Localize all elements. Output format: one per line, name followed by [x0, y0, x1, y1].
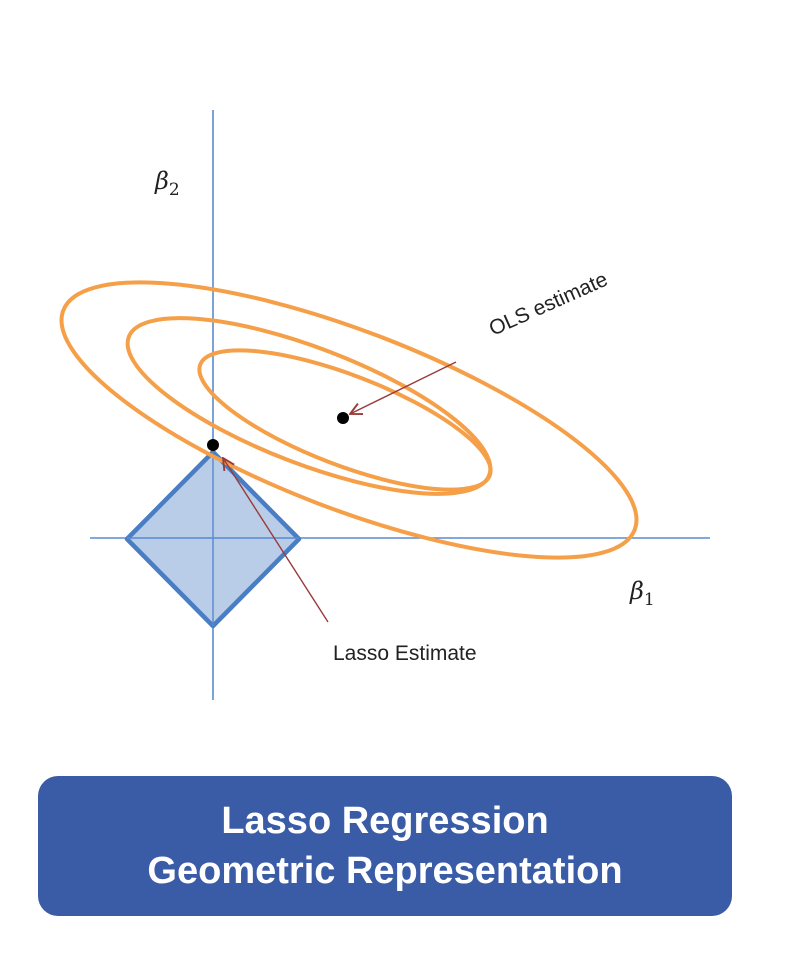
ols-estimate-label: OLS estimate [486, 268, 612, 341]
beta1-label: β1 [629, 577, 655, 610]
ols-estimate-point [337, 412, 349, 424]
caption-subtitle: Geometric Representation [147, 850, 623, 892]
beta2-label: β2 [154, 167, 180, 200]
ols-contour-inner [197, 348, 493, 492]
beta1-symbol: β [629, 577, 644, 605]
caption-title: Lasso Regression [221, 800, 549, 842]
ols-estimate-arrow [350, 361, 457, 414]
beta1-subscript: 1 [644, 590, 655, 610]
caption-banner: Lasso Regression Geometric Representatio… [38, 776, 732, 916]
beta2-subscript: 2 [169, 180, 180, 200]
lasso-estimate-point [207, 439, 219, 451]
ols-contour-outer [59, 280, 639, 560]
lasso-estimate-arrow [223, 458, 329, 623]
ols-contour-middle [125, 316, 493, 496]
lasso-geometry-diagram: β2 β1 OLS estimate Lasso Estimate [59, 110, 710, 700]
lasso-estimate-label: Lasso Estimate [333, 642, 477, 665]
beta2-symbol: β [154, 167, 169, 195]
